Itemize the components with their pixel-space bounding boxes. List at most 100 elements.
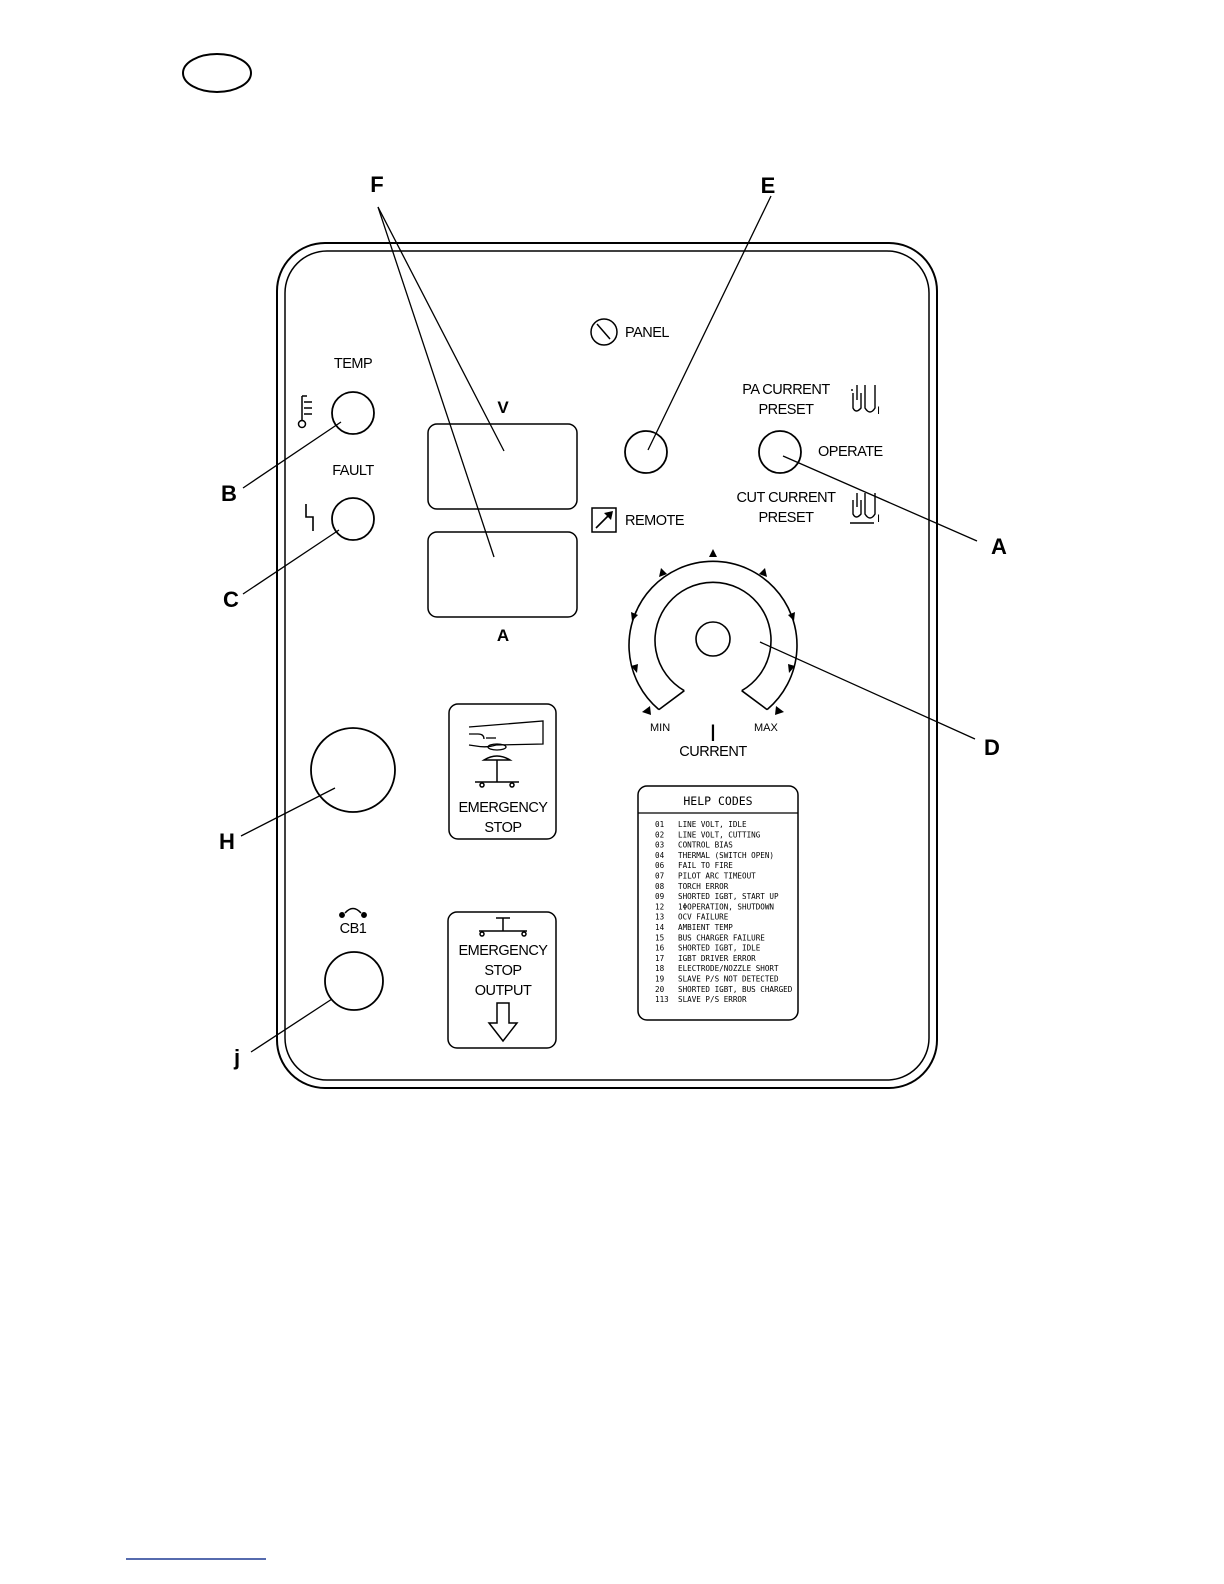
- panel-label: PANEL: [625, 325, 669, 341]
- help-codes-list: 01 LINE VOLT, IDLE 02 LINE VOLT, CUTTING 03 C…: [655, 820, 793, 1004]
- fault-label: FAULT: [332, 463, 374, 479]
- emergency-stop-button-icon: [475, 755, 519, 788]
- page-marker-ellipse: [182, 53, 252, 93]
- emergency-stop-label-line2: STOP: [484, 820, 521, 836]
- help-code-number: 15: [655, 933, 664, 942]
- emergency-stop-output-label: EMERGENCY: [459, 943, 549, 959]
- remote-mode-icon-arrowhead: [604, 511, 613, 520]
- max-label: MAX: [754, 722, 779, 734]
- help-code-description: FAIL TO FIRE: [678, 861, 733, 870]
- pa-torch-icon-subscript: I: [877, 405, 880, 417]
- help-code-description: OCV FAILURE: [678, 913, 729, 922]
- cb1-reset-button[interactable]: [324, 951, 384, 1011]
- help-code-description: BUS CHARGER FAILURE: [678, 933, 765, 942]
- help-code-number: 16: [655, 944, 665, 953]
- help-code-description: AMBIENT TEMP: [678, 923, 733, 932]
- help-code-number: 01: [655, 820, 665, 829]
- emergency-stop-output-box: [447, 911, 557, 1049]
- panel-remote-selector-switch[interactable]: [624, 430, 668, 474]
- callout-c: C: [223, 587, 239, 612]
- temp-indicator-light: [331, 391, 375, 435]
- help-code-number: 18: [655, 964, 665, 973]
- help-code-description: IGBT DRIVER ERROR: [678, 954, 756, 963]
- help-code-description: SHORTED IGBT, START UP: [678, 892, 779, 901]
- emergency-stop-output-label-line2: STOP: [484, 963, 521, 979]
- fault-lightning-icon: [305, 504, 314, 531]
- help-code-description: SLAVE P/S NOT DETECTED: [678, 975, 779, 984]
- help-code-number: 17: [655, 954, 664, 963]
- callout-e: E: [761, 173, 776, 198]
- remote-label: REMOTE: [625, 513, 685, 529]
- panel-mode-icon: [590, 318, 618, 346]
- callout-d: D: [984, 735, 1000, 760]
- current-label: CURRENT: [679, 744, 747, 760]
- help-code-description: LINE VOLT, CUTTING: [678, 830, 761, 839]
- operate-label: OPERATE: [818, 444, 884, 460]
- cb1-label: CB1: [340, 921, 367, 937]
- help-code-description: LINE VOLT, IDLE: [678, 820, 747, 829]
- callout-f: F: [370, 172, 383, 197]
- help-codes-title: HELP CODES: [683, 794, 752, 808]
- emergency-stop-label-box: [448, 703, 557, 840]
- help-code-description: THERMAL (SWITCH OPEN): [678, 851, 774, 860]
- hand-press-icon: [468, 720, 544, 751]
- current-knob-arc-inner: [654, 581, 772, 692]
- callout-h: H: [219, 829, 235, 854]
- cut-torch-icon-subscript: I: [877, 513, 880, 525]
- cut-torch-icon: [850, 493, 876, 524]
- pa-current-preset-label-line2: PRESET: [758, 402, 814, 418]
- current-scale-ticks: [631, 549, 795, 715]
- help-code-number: 09: [655, 892, 665, 901]
- temp-label: TEMP: [334, 356, 372, 372]
- amp-display: [427, 531, 578, 618]
- help-code-number: 13: [655, 913, 664, 922]
- down-arrow-icon: [487, 1002, 519, 1043]
- help-code-number: 04: [655, 851, 665, 860]
- amp-display-label: A: [497, 626, 509, 645]
- current-knob-center: [695, 621, 731, 657]
- panel-mode-icon-needle: [596, 323, 611, 340]
- switch-contact-icon: [479, 917, 527, 937]
- help-code-description: SLAVE P/S ERROR: [678, 995, 747, 1004]
- callout-b: B: [221, 481, 237, 506]
- help-code-description: 1ΦOPERATION, SHUTDOWN: [678, 902, 774, 911]
- circuit-breaker-icon: [339, 907, 367, 918]
- min-label: MIN: [650, 722, 670, 734]
- callout-a: A: [991, 534, 1007, 559]
- help-code-number: 113: [655, 995, 669, 1004]
- cut-current-preset-label: CUT CURRENT: [737, 490, 837, 506]
- panel-inner-frame: [284, 250, 930, 1081]
- current-symbol: I: [710, 720, 717, 747]
- help-code-number: 12: [655, 902, 664, 911]
- help-code-number: 03: [655, 841, 664, 850]
- help-code-number: 19: [655, 975, 665, 984]
- help-code-description: SHORTED IGBT, BUS CHARGED: [678, 985, 793, 994]
- help-code-description: TORCH ERROR: [678, 882, 729, 891]
- help-code-description: ELECTRODE/NOZZLE SHORT: [678, 964, 779, 973]
- callout-leader-lines: [240, 195, 978, 1053]
- help-code-description: SHORTED IGBT, IDLE: [678, 944, 761, 953]
- volt-display: [427, 423, 578, 510]
- current-preset-selector-switch[interactable]: [758, 430, 802, 474]
- help-code-number: 06: [655, 861, 665, 870]
- help-code-number: 08: [655, 882, 665, 891]
- help-code-number: 20: [655, 985, 665, 994]
- large-round-control[interactable]: [310, 727, 396, 813]
- thermometer-icon: [297, 395, 312, 429]
- remote-mode-icon: [591, 507, 617, 533]
- help-code-number: 14: [655, 923, 665, 932]
- help-codes-card: HELP CODES 01 LINE VOLT, IDLE 02 LINE VOLT,…: [637, 785, 799, 1021]
- help-code-number: 07: [655, 872, 664, 881]
- help-code-description: CONTROL BIAS: [678, 841, 733, 850]
- help-code-description: PILOT ARC TIMEOUT: [678, 872, 756, 881]
- emergency-stop-label: EMERGENCY: [459, 800, 549, 816]
- pa-current-preset-label: PA CURRENT: [742, 382, 830, 398]
- help-code-number: 02: [655, 830, 664, 839]
- emergency-stop-output-label-line3: OUTPUT: [475, 983, 532, 999]
- volt-display-label: V: [497, 398, 509, 417]
- callout-j: j: [233, 1045, 240, 1070]
- cut-current-preset-label-line2: PRESET: [758, 510, 814, 526]
- current-knob[interactable]: [628, 528, 798, 711]
- panel-outer-frame: [276, 242, 938, 1089]
